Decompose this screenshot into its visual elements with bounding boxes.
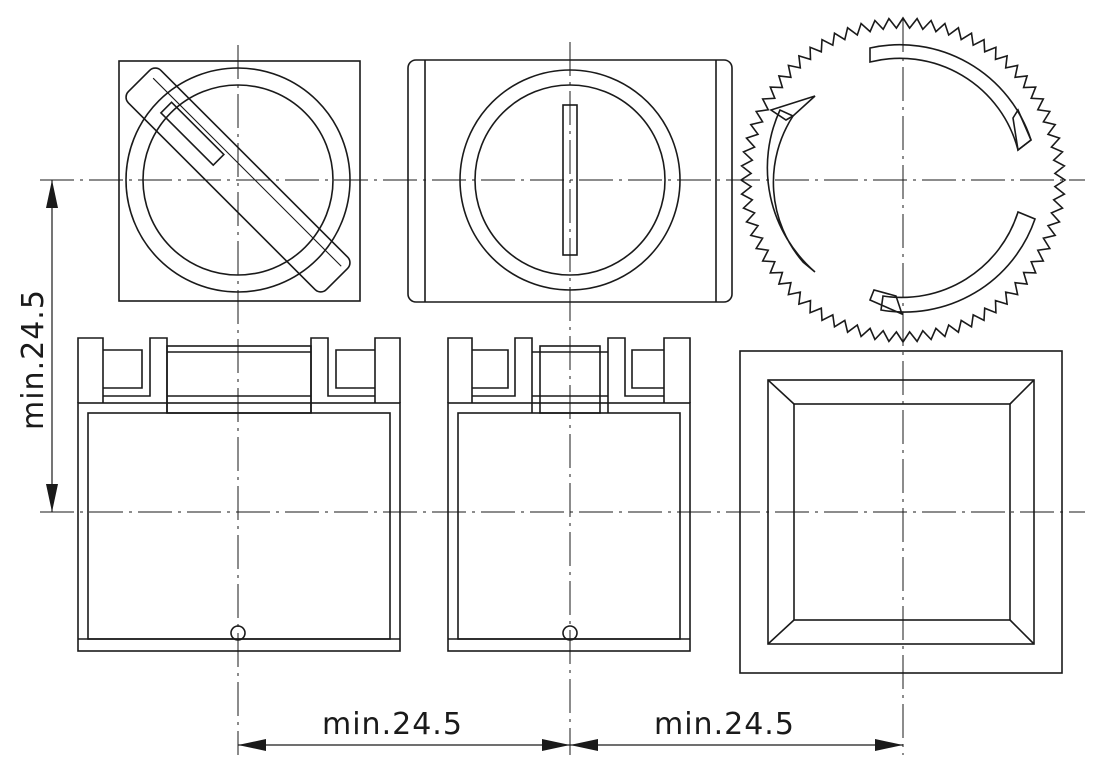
vertical-dimension: min.24.5 <box>16 180 58 512</box>
square-pushbutton-front-view <box>739 350 1063 674</box>
horizontal-dimension-right: min.24.5 <box>570 707 903 751</box>
selector-switch-front-view <box>118 60 361 302</box>
switch-side-view-middle <box>447 337 691 652</box>
horizontal-dimension-left: min.24.5 <box>238 707 570 751</box>
vertical-dimension-label: min.24.5 <box>16 289 51 430</box>
key-switch-front-view <box>407 59 733 303</box>
switch-side-view-left <box>77 337 401 652</box>
horizontal-dimension-left-label: min.24.5 <box>322 707 463 742</box>
horizontal-dimension-right-label: min.24.5 <box>654 707 795 742</box>
serrated-knob-front-view <box>739 16 1067 344</box>
